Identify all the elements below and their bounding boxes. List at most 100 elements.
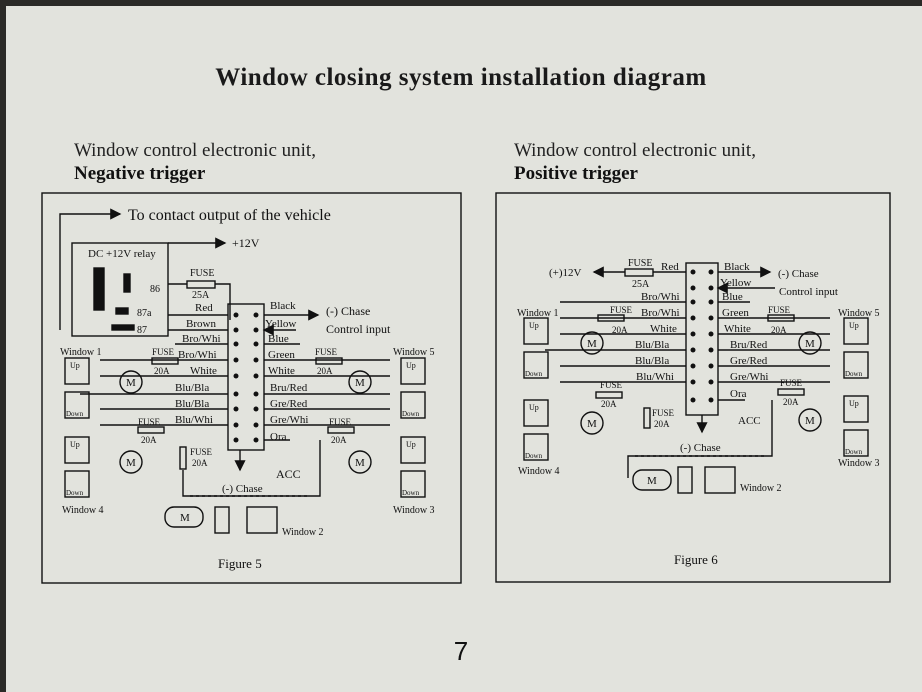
fuse-main-label: FUSE: [190, 268, 214, 279]
r-w5-motor-text: M: [805, 338, 815, 350]
r-left-wire-3: Bro/Whi: [641, 307, 680, 319]
w1-up-text: Up: [70, 361, 80, 370]
chase-out-label: (-) Chase: [326, 304, 370, 318]
relay-contact: [123, 273, 131, 293]
left-wire-7: Blu/Bla: [175, 398, 209, 410]
relay-coil: [93, 267, 105, 311]
r-w4-down-text: Down: [525, 452, 543, 460]
w5-up-text: Up: [406, 361, 416, 370]
r-window3-label: Window 3: [838, 458, 880, 469]
r-right-wire-8: Gre/Whi: [730, 371, 768, 383]
right-wire-1: Black: [270, 300, 296, 312]
r-w5-down-box: [843, 351, 869, 379]
figure-6-diagram: [495, 192, 891, 583]
pin87a-label: 87a: [137, 308, 152, 319]
w5-down-box: [400, 391, 426, 419]
right-wire-5: White: [268, 365, 295, 377]
r-left-wire-5: Blu/Bla: [635, 339, 669, 351]
fuse-main: [186, 280, 216, 289]
pin87-label: 87: [137, 325, 147, 336]
w5-motor-text: M: [355, 377, 365, 389]
figure-6-frame: [495, 192, 891, 583]
r-fuse-main-label: FUSE: [628, 258, 652, 269]
contact-output-wire: [59, 208, 122, 330]
chase-bottom-label: (-) Chase: [222, 483, 263, 495]
r-right-wire-2: Yellow: [720, 277, 751, 289]
r-right-wire-4: Green: [722, 307, 749, 319]
r-w5-down-text: Down: [845, 370, 863, 378]
r-fuse-main-rating: 25A: [632, 279, 650, 290]
window5-label: Window 5: [393, 347, 435, 358]
fuse-w5-rating: 20A: [317, 366, 333, 376]
w3-down-text: Down: [402, 489, 420, 497]
r-w1-up-box: [523, 317, 549, 345]
r-w3-down-box: [843, 429, 869, 457]
plus12v-label: +12V: [232, 236, 260, 250]
window2-motor-right: [632, 469, 672, 491]
r-plus12v-label: (+)12V: [549, 267, 582, 279]
manual-page: [6, 6, 922, 692]
relay-box: [71, 242, 169, 337]
w4-down-box: [64, 470, 90, 498]
w1-down-box: [64, 391, 90, 419]
r-left-wire-1: Red: [661, 261, 679, 273]
control-input-label: Control input: [326, 322, 391, 336]
r-control-input-label: Control input: [779, 286, 838, 298]
r-w4-up-text: Up: [529, 403, 539, 412]
window4-label: Window 4: [62, 505, 104, 516]
r-window5-label: Window 5: [838, 308, 880, 319]
r-w3-motor-text: M: [805, 415, 815, 427]
r-fuse-acc-rating: 20A: [654, 419, 670, 429]
window1-label: Window 1: [60, 347, 102, 358]
window2-down-btn-right: [677, 466, 693, 494]
r-right-wire-5: White: [724, 323, 751, 335]
left-wire-5: White: [190, 365, 217, 377]
r-fuse-w3-label: FUSE: [780, 378, 803, 388]
right-wire-3: Blue: [268, 333, 289, 345]
figure-5-diagram: [41, 192, 462, 584]
w2-motor-text: M: [180, 512, 190, 524]
left-subtitle-trigger: Negative trigger: [74, 163, 206, 184]
w3-up-text: Up: [406, 440, 416, 449]
r-w4-motor-text: M: [587, 418, 597, 430]
fuse-w3-rating: 20A: [331, 435, 347, 445]
r-fuse-w4-rating: 20A: [601, 399, 617, 409]
figure-5-labels: To contact output of the vehicle DC +12V…: [60, 207, 435, 571]
r-fuse-acc-label: FUSE: [652, 408, 675, 418]
left-wire-3: Bro/Whi: [182, 333, 221, 345]
r-right-wire-9: Ora: [730, 388, 747, 400]
window2-up-btn-right: [704, 466, 736, 494]
r-w1-up-text: Up: [529, 321, 539, 330]
window2-up-btn-left: [246, 506, 278, 534]
figure-6-caption: Figure 6: [674, 552, 718, 567]
r-w4-up-box: [523, 399, 549, 427]
r-left-wire-2: Bro/Whi: [641, 291, 680, 303]
w3-up-box: [400, 436, 426, 464]
right-wire-2: Yellow: [265, 318, 296, 330]
figure-6-labels: (+)12V FUSE 25A Red Bro/Whi Bro/Whi Whit…: [517, 258, 880, 567]
r-w3-down-text: Down: [845, 448, 863, 456]
w3-down-box: [400, 470, 426, 498]
r-w2-motor-text: M: [647, 475, 657, 487]
right-wire-9: Ora: [270, 431, 287, 443]
fuse-main-right: [624, 268, 654, 277]
left-subtitle-line1: Window control electronic unit,: [74, 140, 316, 161]
r-w4-down-box: [523, 433, 549, 461]
r-fuse-w4-label: FUSE: [600, 380, 623, 390]
contact-output-label: To contact output of the vehicle: [128, 207, 331, 224]
r-fuse-w3-rating: 20A: [783, 397, 799, 407]
fuse-w1-label: FUSE: [152, 347, 175, 357]
fuse-acc-label: FUSE: [190, 447, 213, 457]
r-chase-out-label: (-) Chase: [778, 268, 819, 280]
r-right-wire-1: Black: [724, 261, 750, 273]
r-left-wire-6: Blu/Bla: [635, 355, 669, 367]
page-number: 7: [453, 636, 469, 666]
r-chase-bottom-label: (-) Chase: [680, 442, 721, 454]
relay-pin-87: [111, 324, 135, 331]
r-right-wire-3: Blue: [722, 291, 743, 303]
r-left-wire-7: Blu/Whi: [636, 371, 674, 383]
w3-motor-text: M: [355, 457, 365, 469]
w1-motor-text: M: [126, 377, 136, 389]
w4-motor-text: M: [126, 457, 136, 469]
